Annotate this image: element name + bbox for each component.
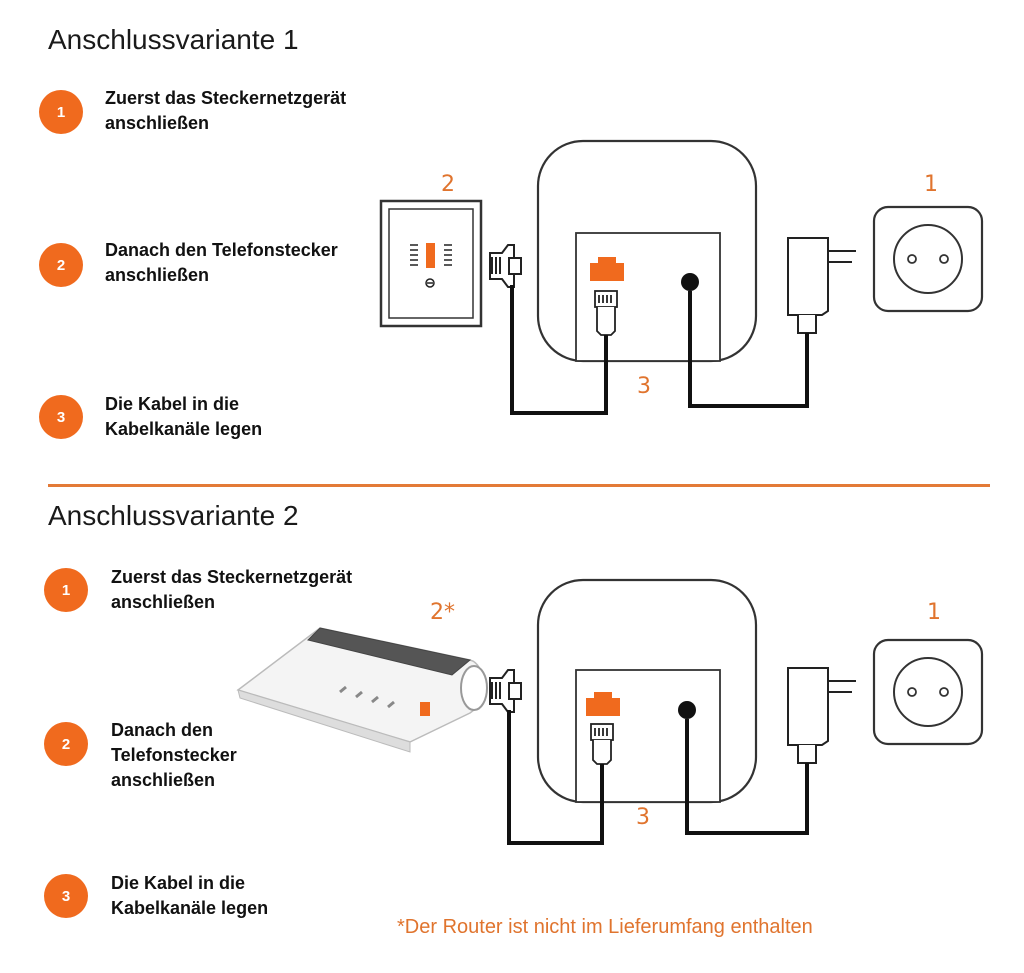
step-2-badge: 2 (44, 722, 88, 766)
label-cables: 3 (637, 374, 651, 399)
power-adapter (787, 667, 856, 764)
step-2-badge: 2 (39, 243, 83, 287)
step-1-badge: 1 (39, 90, 83, 134)
rj-connector (594, 290, 618, 336)
step-1-text: Zuerst das Steckernetzgerät anschließen (111, 567, 353, 612)
label-router: 2* (430, 600, 455, 625)
cables (510, 285, 809, 415)
wall-phone-socket (379, 199, 483, 328)
step-1-text: Zuerst das Steckernetzgerät anschließen (105, 88, 347, 133)
base-station (536, 578, 758, 804)
step-3-text: Die Kabel in die Kabelkanäle legen (105, 394, 263, 439)
step-1-badge: 1 (44, 568, 88, 612)
step-3-badge: 3 (44, 874, 88, 918)
power-outlet (872, 638, 984, 746)
rj-connector (590, 723, 614, 765)
step-3-badge: 3 (39, 395, 83, 439)
step-2-text: Danach den Telefonstecker anschließen (111, 720, 237, 790)
section-divider (48, 484, 990, 487)
section-title-variant-2: Anschlussvariante 2 (48, 500, 299, 531)
tae-plug (489, 244, 522, 288)
label-power-outlet: 1 (924, 172, 938, 197)
tae-plug (489, 669, 522, 713)
cables (507, 710, 809, 845)
label-wall-socket: 2 (441, 172, 455, 197)
variant-1-diagram (379, 139, 984, 415)
step-2-text: Danach den Telefonstecker anschließen (105, 240, 338, 285)
label-power-outlet: 1 (927, 600, 941, 625)
section-title-variant-1: Anschlussvariante 1 (48, 24, 299, 55)
step-3-text: Die Kabel in die Kabelkanäle legen (111, 873, 269, 918)
power-outlet (872, 205, 984, 313)
footnote: *Der Router ist nicht im Lieferumfang en… (397, 916, 813, 938)
label-cables: 3 (636, 805, 650, 830)
router (236, 627, 488, 753)
